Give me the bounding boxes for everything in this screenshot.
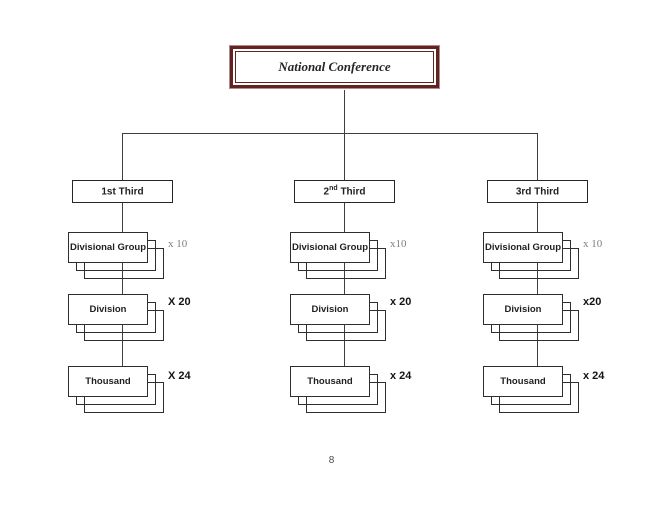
connector-column-spine [344, 203, 345, 366]
stack-thousand: Thousand [483, 366, 579, 413]
stack-division: Division [290, 294, 386, 341]
third-box-third: 3rd Third [487, 180, 588, 203]
third-box-first: 1st Third [72, 180, 173, 203]
division-box: Division [290, 294, 370, 325]
connector-drop-third [537, 134, 538, 180]
page-number: 8 [328, 455, 335, 466]
connector-drop-second [344, 134, 345, 180]
thousand-box: Thousand [483, 366, 563, 397]
thousand-box: Thousand [68, 366, 148, 397]
multiplier-label: X 24 [168, 370, 191, 382]
stack-thousand: Thousand [290, 366, 386, 413]
connector-root-vertical [344, 90, 345, 133]
stack-divisional-group: Divisional Group [483, 232, 579, 279]
third-box-label: 1st Third [101, 186, 144, 198]
divisional-group-box: Divisional Group [68, 232, 148, 263]
third-box-label: 2nd Third [323, 185, 366, 198]
connector-drop-first [122, 134, 123, 180]
multiplier-label: x 20 [390, 296, 412, 308]
stack-division: Division [483, 294, 579, 341]
stack-thousand: Thousand [68, 366, 164, 413]
branch-second-third: 2nd Third Divisional Group x10 Division … [284, 180, 444, 425]
branch-third-third: 3rd Third Divisional Group x 10 Division… [477, 180, 637, 425]
connector-column-spine [537, 203, 538, 366]
divisional-group-box: Divisional Group [290, 232, 370, 263]
division-box: Division [483, 294, 563, 325]
connector-column-spine [122, 203, 123, 366]
multiplier-label: x 10 [168, 238, 188, 250]
multiplier-label: x 10 [583, 238, 603, 250]
thousand-box: Thousand [290, 366, 370, 397]
multiplier-label: X 20 [168, 296, 191, 308]
multiplier-label: x10 [390, 238, 407, 250]
national-conference-inner-border: National Conference [235, 51, 434, 83]
division-box: Division [68, 294, 148, 325]
multiplier-label: x 24 [390, 370, 412, 382]
multiplier-label: x20 [583, 296, 602, 308]
national-conference-box: National Conference [230, 46, 439, 88]
third-box-second: 2nd Third [294, 180, 395, 203]
stack-division: Division [68, 294, 164, 341]
stack-divisional-group: Divisional Group [68, 232, 164, 279]
branch-first-third: 1st Third Divisional Group x 10 Division… [62, 180, 222, 425]
third-box-label: 3rd Third [515, 186, 560, 198]
stack-divisional-group: Divisional Group [290, 232, 386, 279]
connector-horizontal-bar [122, 133, 538, 134]
multiplier-label: x 24 [583, 370, 605, 382]
national-conference-title: National Conference [278, 59, 391, 74]
divisional-group-box: Divisional Group [483, 232, 563, 263]
